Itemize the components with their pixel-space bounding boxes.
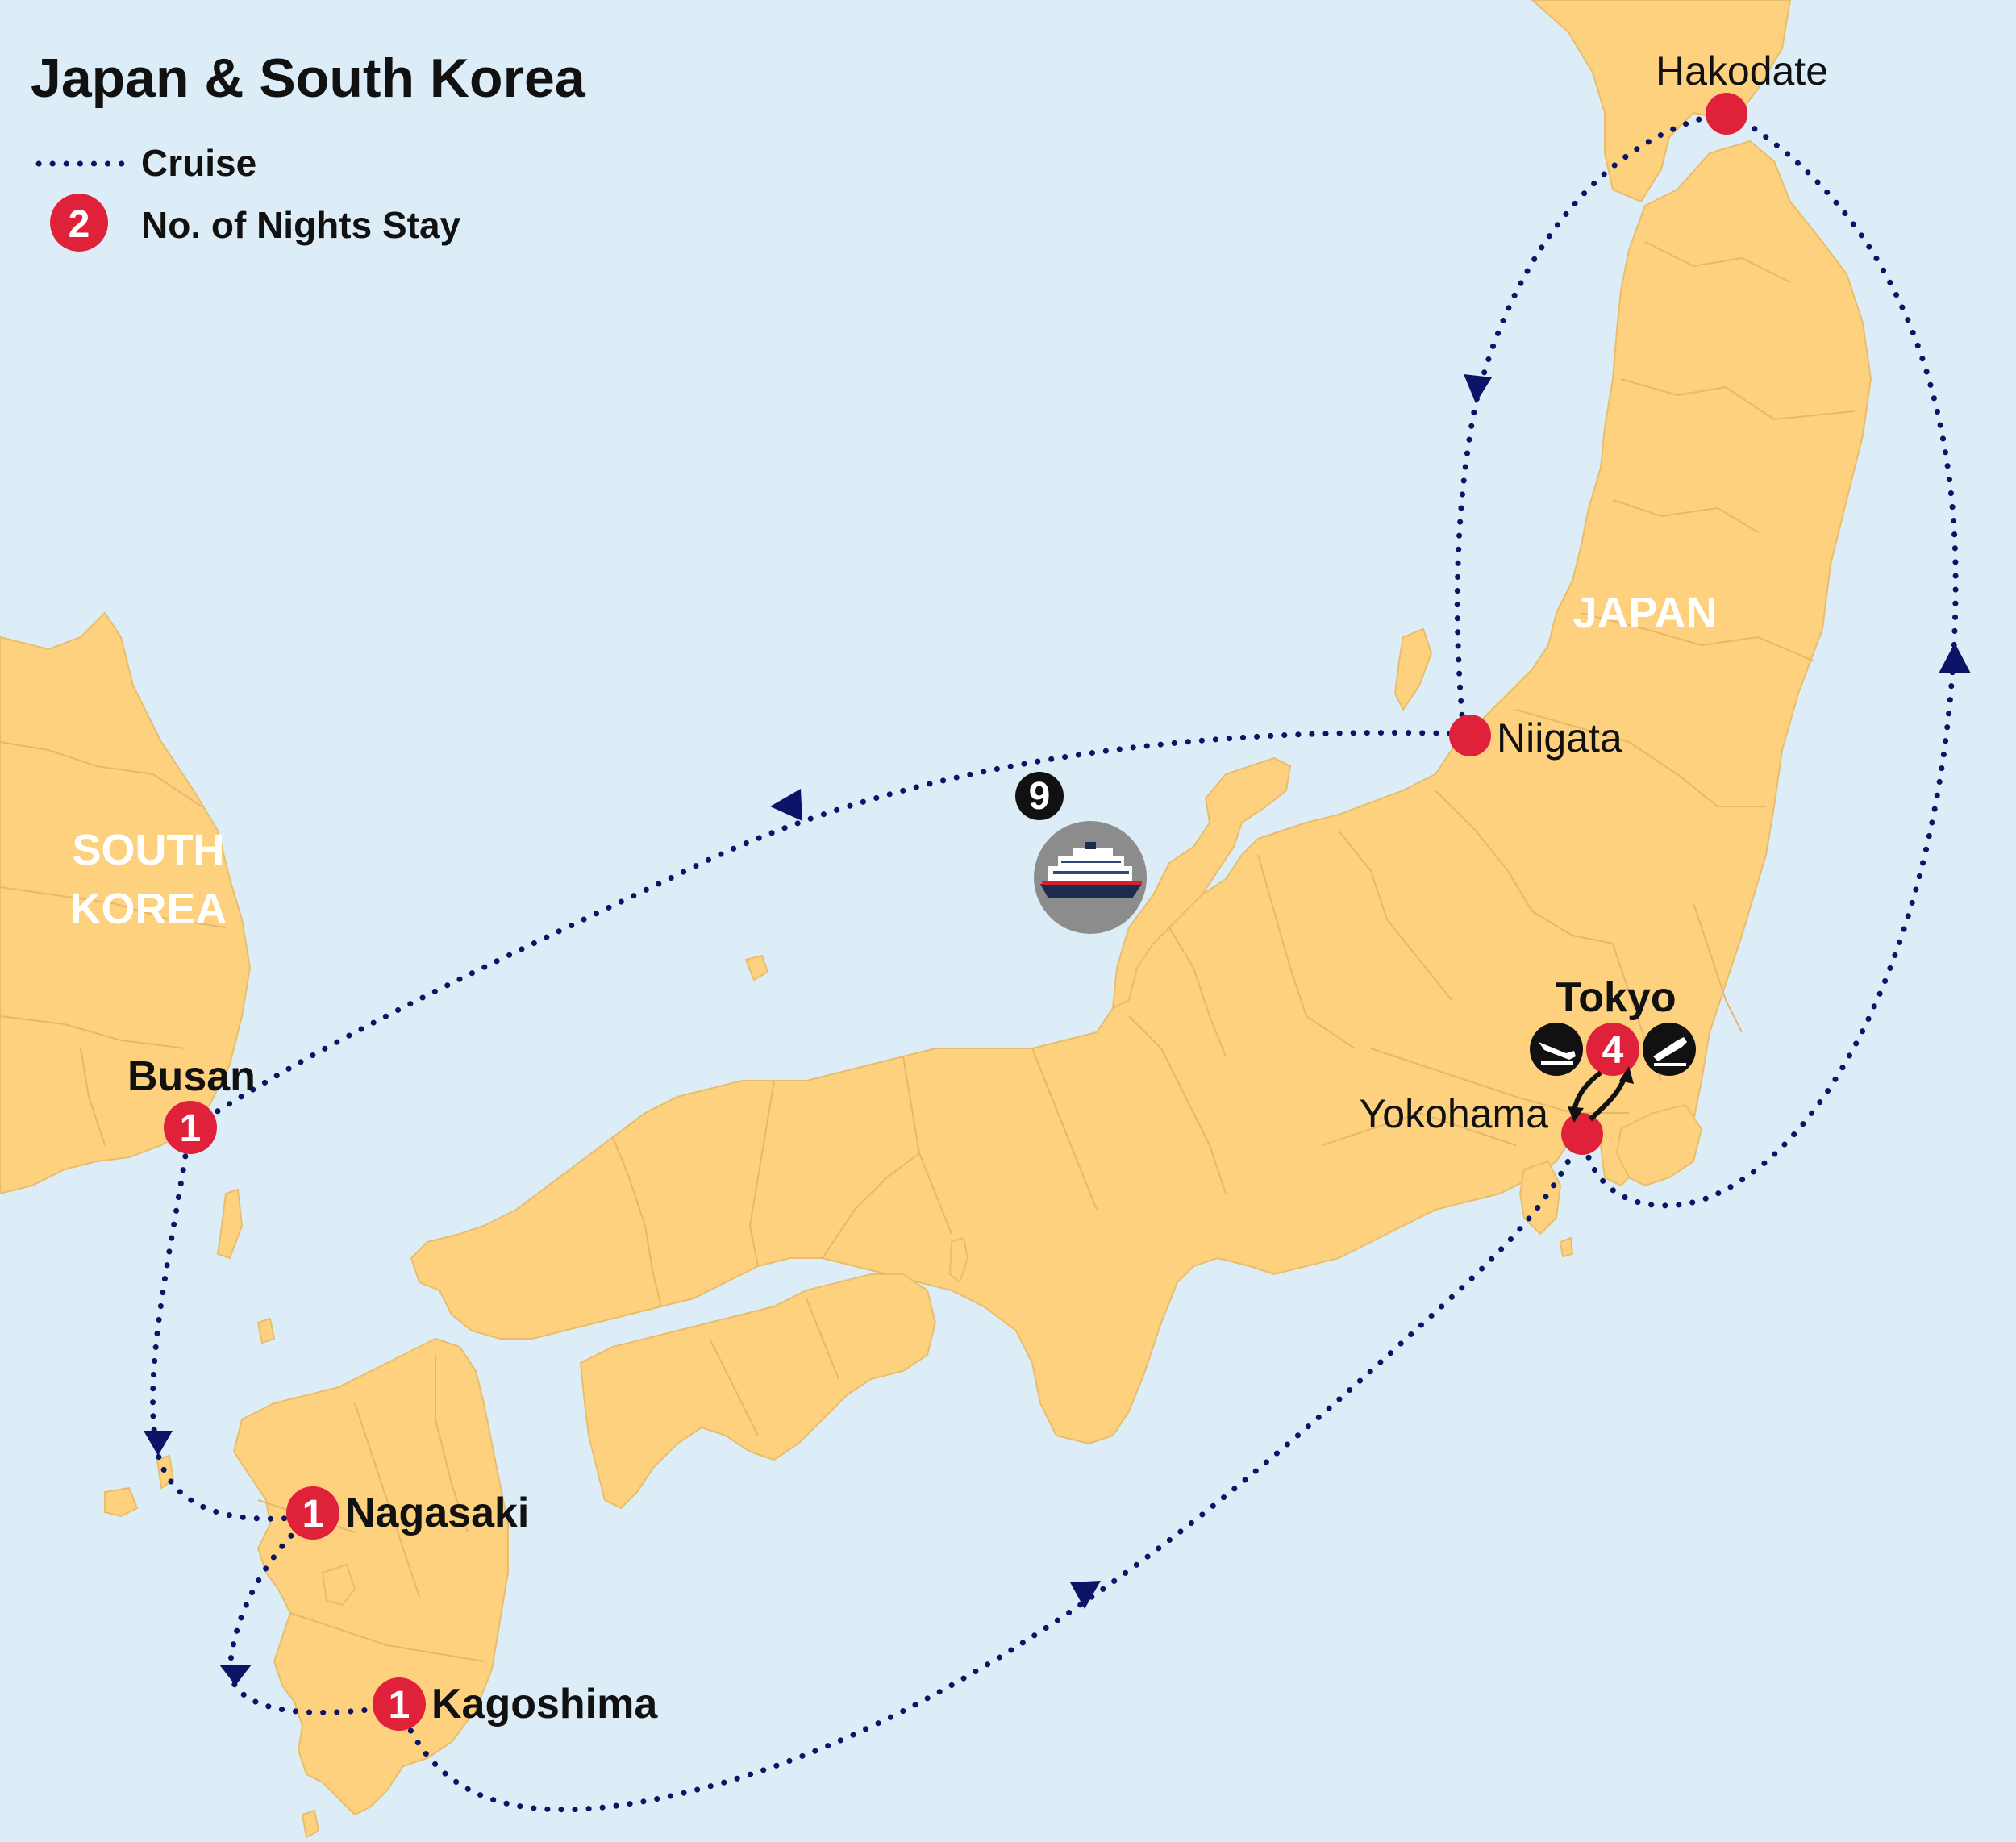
stop-nagasaki: 1 Nagasaki xyxy=(286,1486,529,1540)
amakusa-island-land xyxy=(321,1563,356,1607)
arrow-down-icon xyxy=(144,1431,173,1456)
city-label-busan: Busan xyxy=(127,1053,256,1100)
internal-borders xyxy=(0,241,1856,1662)
cruise-badge: 9 xyxy=(1015,772,1147,934)
kagoshima-nights-number: 1 xyxy=(389,1684,410,1727)
plane-landing-glyph xyxy=(1539,1042,1576,1060)
sado-island-land xyxy=(1393,627,1433,711)
city-label-yokohama: Yokohama xyxy=(1360,1091,1549,1136)
stop-tokyo: Tokyo 4 xyxy=(1530,974,1696,1123)
stop-marker-kagoshima xyxy=(373,1677,426,1731)
cruise-ship-icon xyxy=(1040,842,1142,898)
country-label-south-korea-2: KOREA xyxy=(69,885,227,933)
route-arrows xyxy=(144,374,1971,1686)
stop-niigata: Niigata xyxy=(1449,715,1622,761)
arrow-right-icon xyxy=(1070,1581,1101,1609)
legend-nights-marker xyxy=(50,194,108,252)
route-niigata-busan xyxy=(186,730,1467,1132)
stop-marker-nagasaki xyxy=(286,1486,339,1540)
stop-busan: Busan 1 xyxy=(127,1053,256,1154)
iki-island-land xyxy=(256,1317,276,1344)
arrow-down-icon xyxy=(1464,374,1492,403)
awaji-island-land xyxy=(948,1236,969,1284)
stop-marker-yokohama xyxy=(1561,1113,1603,1155)
boso-peninsula-land xyxy=(1615,1103,1703,1187)
shikoku-land xyxy=(579,1273,937,1510)
south-korea-land xyxy=(0,611,252,1195)
cruise-nights-badge xyxy=(1015,772,1064,820)
arrow-down-icon xyxy=(219,1665,252,1686)
kyushu-land xyxy=(232,1337,509,1816)
stop-marker-hakodate xyxy=(1706,93,1747,135)
izu-island-land xyxy=(1559,1236,1574,1258)
tanegashima-land xyxy=(301,1809,320,1839)
stop-yokohama: Yokohama xyxy=(1360,1091,1603,1155)
stop-marker-tokyo xyxy=(1586,1023,1639,1076)
goto-island-land xyxy=(104,1486,139,1518)
route-yokohama-hakodate xyxy=(1579,110,1959,1209)
oki-island-land xyxy=(744,954,769,981)
city-label-tokyo: Tokyo xyxy=(1556,974,1676,1021)
city-label-kagoshima: Kagoshima xyxy=(431,1681,658,1727)
route-kagoshima-yokohama xyxy=(396,1127,1585,1813)
stop-kagoshima: 1 Kagoshima xyxy=(373,1677,658,1731)
city-label-hakodate: Hakodate xyxy=(1656,48,1828,94)
country-label-south-korea-1: SOUTH xyxy=(73,826,225,874)
map-title: Japan & South Korea xyxy=(31,48,586,109)
city-label-nagasaki: Nagasaki xyxy=(345,1490,529,1536)
stop-hakodate: Hakodate xyxy=(1656,48,1828,135)
nagasaki-nights-number: 1 xyxy=(302,1493,324,1536)
legend: Cruise 2 No. of Nights Stay xyxy=(35,142,461,252)
plane-departure-glyph xyxy=(1653,1037,1687,1061)
busan-nights-number: 1 xyxy=(180,1107,202,1150)
stop-marker-niigata xyxy=(1449,715,1491,756)
legend-cruise-label: Cruise xyxy=(141,142,256,184)
country-label-japan: JAPAN xyxy=(1572,589,1717,637)
tsushima-island-land xyxy=(216,1188,244,1260)
legend-nights-label: No. of Nights Stay xyxy=(141,204,461,246)
arrow-up-icon xyxy=(1939,643,1971,673)
cruise-nights-number: 9 xyxy=(1029,775,1051,818)
arrow-left-icon xyxy=(770,789,802,821)
legend-nights-number: 2 xyxy=(69,203,90,246)
city-label-niigata: Niigata xyxy=(1497,715,1622,761)
land-masses xyxy=(0,0,1872,1839)
plane-landing-icon xyxy=(1530,1023,1583,1076)
hokkaido-land xyxy=(1531,0,1792,203)
stop-marker-busan xyxy=(164,1101,217,1154)
izu-peninsula-land xyxy=(1518,1160,1562,1236)
route-busan-nagasaki xyxy=(150,1126,314,1522)
tokyo-nights-number: 4 xyxy=(1602,1029,1624,1072)
